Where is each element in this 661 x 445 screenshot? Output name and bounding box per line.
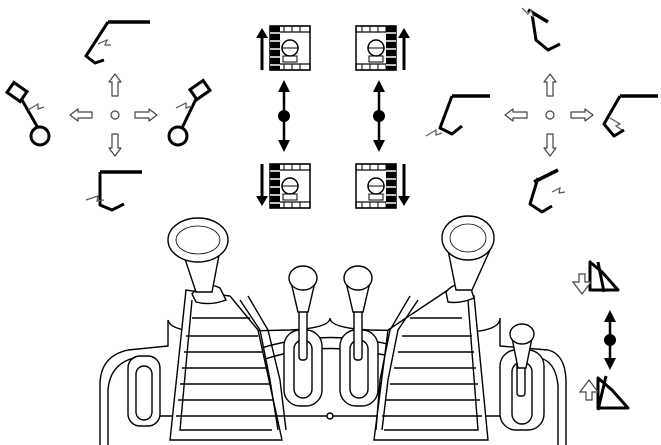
- arrow-right-icon: [134, 108, 158, 122]
- arrow-left-icon: [69, 108, 93, 122]
- left-joystick[interactable]: [167, 217, 287, 441]
- right-track-double-arrow-icon: [373, 80, 385, 152]
- arm-out-icon: [84, 20, 150, 65]
- right-joystick-pattern: [425, 7, 658, 214]
- swing-right-icon: [167, 78, 213, 147]
- right-joystick[interactable]: [373, 215, 495, 441]
- center-dot-icon: [545, 110, 555, 120]
- right-track-lever[interactable]: [343, 265, 373, 361]
- center-dot-icon: [110, 110, 120, 120]
- boom-raise-icon: [528, 168, 566, 214]
- left-track-lever[interactable]: [288, 265, 318, 361]
- right-track-forward-icon: [355, 25, 410, 71]
- arrow-down-icon: [543, 133, 557, 157]
- blade-raise-icon: [578, 375, 630, 411]
- right-track-reverse-icon: [355, 163, 410, 209]
- left-track-forward-icon: [256, 25, 311, 71]
- arrow-right-icon: [570, 108, 594, 122]
- left-track-reverse-icon: [256, 163, 311, 209]
- boom-lower-icon: [521, 7, 561, 52]
- swing-left-icon: [4, 80, 51, 147]
- blade-pattern: [571, 260, 630, 411]
- track-travel-pattern: [256, 25, 410, 209]
- arrow-up-icon: [108, 73, 122, 97]
- bucket-dump-icon: [602, 94, 658, 138]
- left-small-slot: [127, 355, 161, 427]
- bucket-curl-icon: [425, 94, 490, 137]
- blade-lever[interactable]: [509, 323, 535, 397]
- arrow-left-icon: [504, 108, 528, 122]
- arm-in-icon: [85, 170, 142, 212]
- left-joystick-pattern: [4, 20, 213, 212]
- control-console: [99, 317, 567, 445]
- arrow-up-icon: [543, 73, 557, 97]
- blade-double-arrow-icon: [604, 310, 616, 370]
- left-track-double-arrow-icon: [278, 80, 290, 152]
- blade-lower-icon: [571, 260, 620, 295]
- arrow-down-icon: [108, 133, 122, 157]
